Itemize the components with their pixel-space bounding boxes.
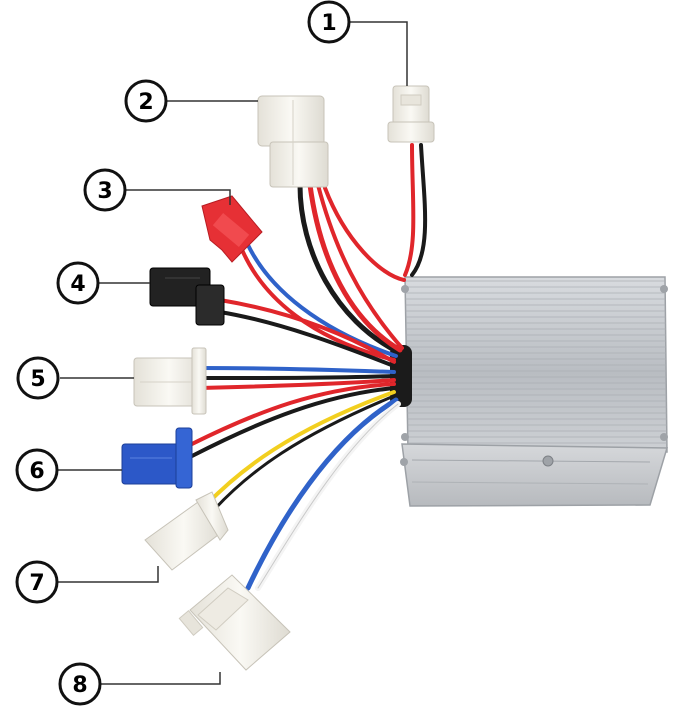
screw-icon: [542, 455, 554, 467]
screw-icon: [400, 458, 408, 466]
connector-3: [201, 195, 263, 263]
callout-6: 6: [15, 448, 59, 492]
callout-number: 6: [29, 459, 44, 484]
callout-number: 4: [70, 272, 85, 297]
callout-5: 5: [16, 356, 60, 400]
leader-line-1: [350, 21, 408, 86]
connector-1: [387, 85, 435, 143]
callout-1: 1: [307, 0, 351, 44]
callout-leaders: [57, 21, 408, 685]
connector-5: [133, 347, 207, 415]
connector-6: [121, 427, 193, 489]
wire-harness: [188, 143, 428, 591]
callout-number: 1: [321, 11, 336, 36]
callout-number: 5: [30, 367, 45, 392]
leader-line-7: [57, 566, 159, 583]
connector-4: [149, 267, 225, 326]
callout-number: 8: [72, 673, 87, 698]
callout-8: 8: [58, 662, 102, 706]
leader-line-3: [125, 189, 231, 205]
connector-2: [257, 95, 329, 188]
screw-icon: [401, 433, 409, 441]
connector-7: [144, 491, 229, 571]
screw-icon: [660, 285, 668, 293]
leader-line-8: [101, 672, 221, 685]
screw-icon: [401, 285, 409, 293]
callout-number: 7: [29, 571, 44, 596]
callout-3: 3: [83, 168, 127, 212]
callout-number: 2: [138, 90, 153, 115]
callout-4: 4: [56, 261, 100, 305]
screw-icon: [660, 433, 668, 441]
callout-7: 7: [15, 560, 59, 604]
callout-number: 3: [97, 179, 112, 204]
callout-2: 2: [124, 79, 168, 123]
connector-8: [178, 574, 291, 671]
controller-housing: [390, 276, 669, 507]
